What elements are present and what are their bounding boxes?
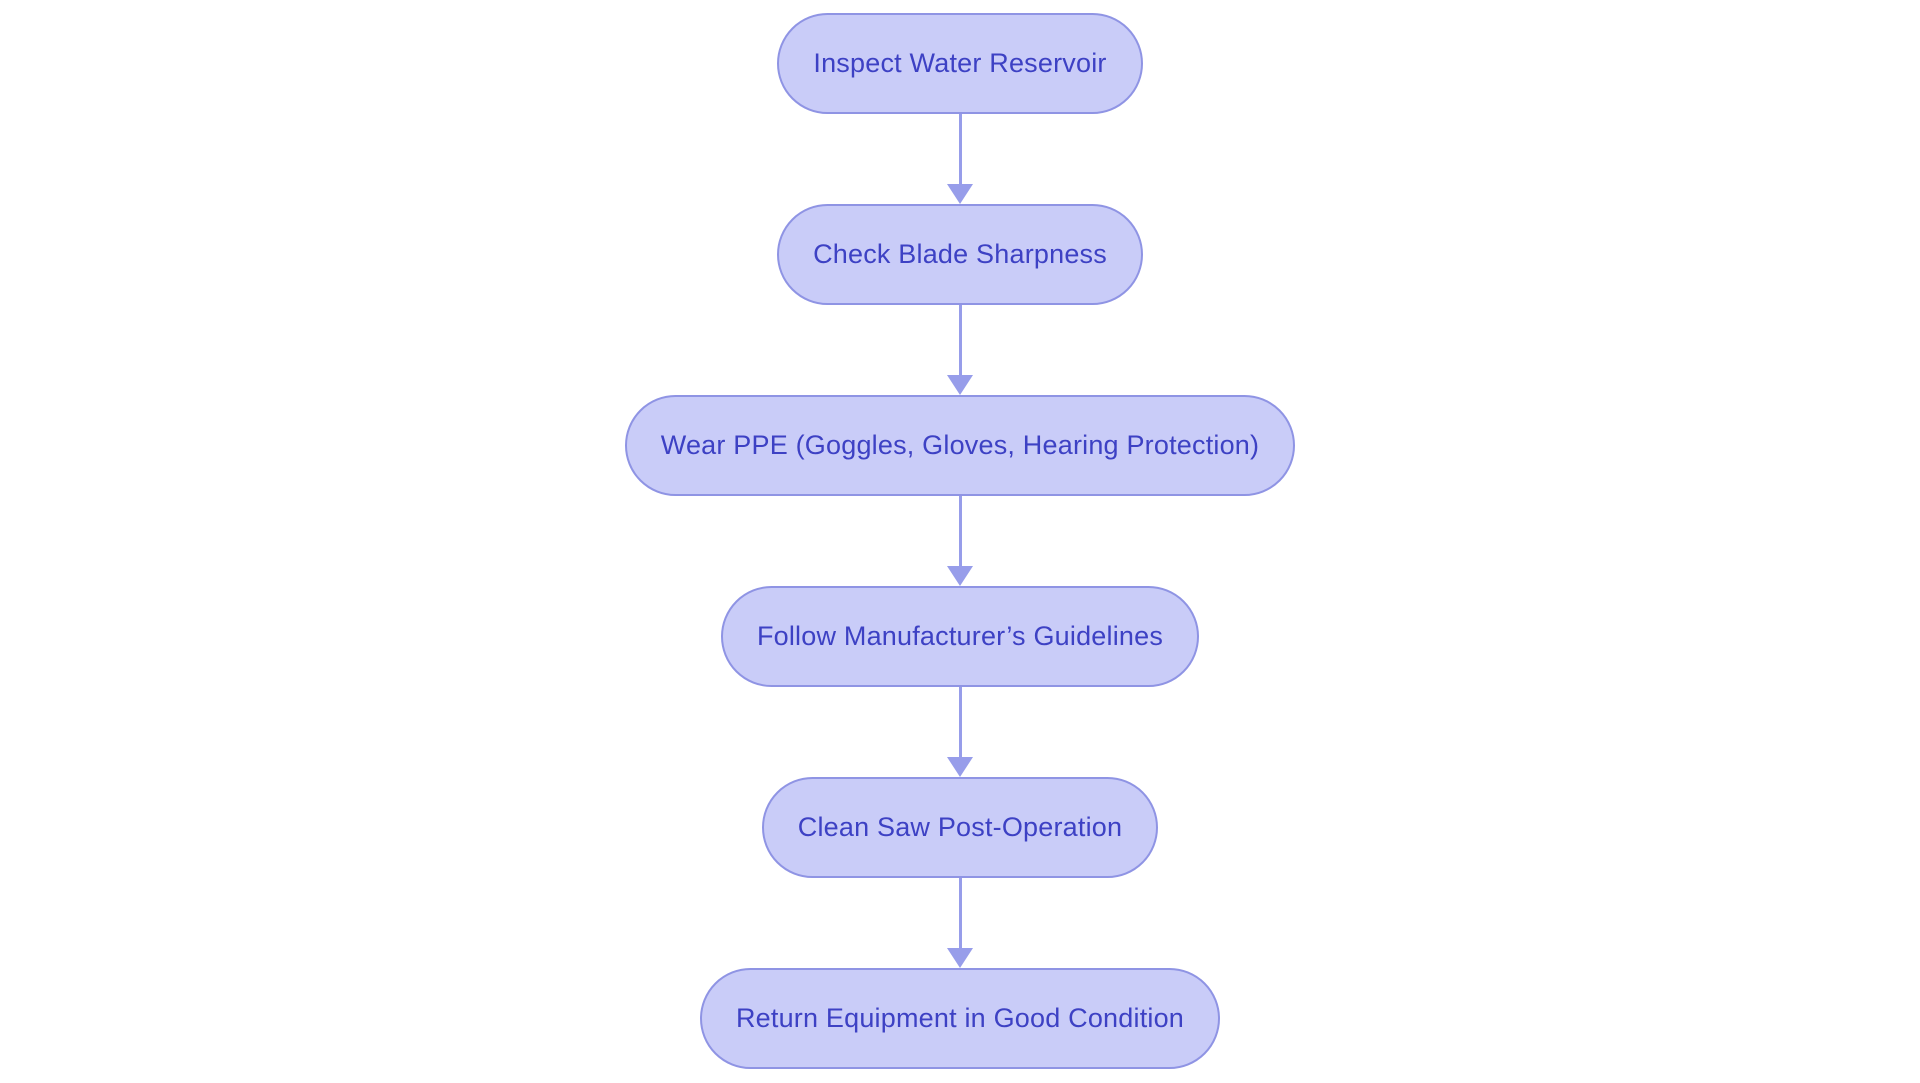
arrow-stem [958, 496, 962, 566]
flow-arrow-3 [947, 496, 973, 586]
node-label: Wear PPE (Goggles, Gloves, Hearing Prote… [660, 430, 1260, 460]
arrowhead-down-icon [947, 566, 973, 586]
flow-node-clean-saw-post-operation: Clean Saw Post-Operation [761, 777, 1159, 878]
arrow-stem [958, 687, 962, 757]
flow-arrow-4 [947, 687, 973, 777]
arrow-stem [958, 114, 962, 184]
flow-node-check-blade-sharpness: Check Blade Sharpness [777, 204, 1143, 305]
flow-node-return-equipment-good-condition: Return Equipment in Good Condition [699, 968, 1221, 1069]
flow-arrow-2 [947, 305, 973, 395]
arrowhead-down-icon [947, 184, 973, 204]
arrowhead-down-icon [947, 375, 973, 395]
node-label: Return Equipment in Good Condition [735, 1003, 1185, 1033]
flow-arrow-5 [947, 878, 973, 968]
node-label: Clean Saw Post-Operation [797, 812, 1123, 842]
arrowhead-down-icon [947, 948, 973, 968]
flow-node-follow-manufacturers-guidelines: Follow Manufacturer’s Guidelines [720, 586, 1200, 687]
arrowhead-down-icon [947, 757, 973, 777]
flow-node-wear-ppe: Wear PPE (Goggles, Gloves, Hearing Prote… [624, 395, 1296, 496]
flow-arrow-1 [947, 114, 973, 204]
node-label: Check Blade Sharpness [813, 239, 1107, 269]
arrow-stem [958, 878, 962, 948]
arrow-stem [958, 305, 962, 375]
node-label: Follow Manufacturer’s Guidelines [756, 621, 1164, 651]
flow-node-inspect-water-reservoir: Inspect Water Reservoir [777, 13, 1143, 114]
node-label: Inspect Water Reservoir [813, 48, 1107, 78]
